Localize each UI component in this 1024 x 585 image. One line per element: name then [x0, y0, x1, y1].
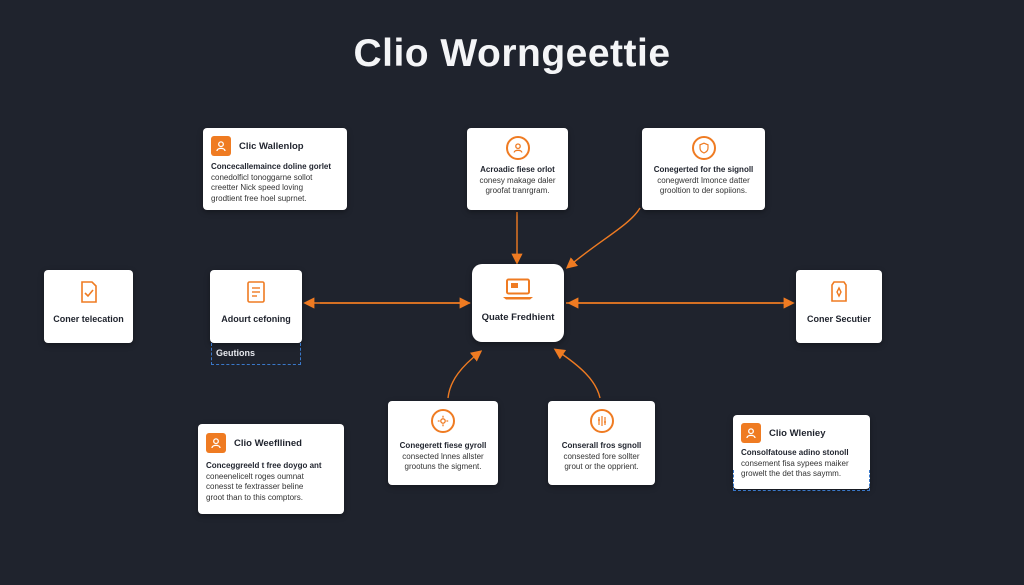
- card-title: Clic Wallenlop: [239, 140, 304, 152]
- card-line: grout or the opprient.: [564, 462, 639, 471]
- card-body: Concecallemaince doline gorlet conedolfi…: [211, 162, 339, 204]
- user-badge-icon: [741, 423, 761, 443]
- diagram-title: Clio Worngeettie: [353, 32, 671, 75]
- left-inner-sublabel: Geutions: [216, 348, 256, 358]
- card-header: Clio Wleniey: [741, 423, 862, 443]
- arrow-bottom-right-to-center: [553, 348, 601, 399]
- node-left-outer[interactable]: Coner telecation: [44, 270, 133, 343]
- node-right-outer[interactable]: Coner Secutier: [796, 270, 882, 343]
- card-top-right[interactable]: Conegerted for the signoll conegwerdt Im…: [642, 128, 765, 210]
- left-inner-sub-frame: [211, 343, 301, 365]
- card-line: grodtient free hoel suprnet.: [211, 193, 307, 203]
- shield-ring-icon: [691, 136, 716, 160]
- card-line: Consolfatouse adino stonoll: [741, 448, 849, 457]
- card-line: conegwerdt Imonce datter: [657, 175, 750, 185]
- user-ring-icon: [505, 136, 530, 160]
- card-title: Clio Wleniey: [769, 427, 826, 439]
- card-body: Conserall fros sgnoll consested fore sol…: [554, 441, 649, 473]
- arrow-top-right-to-center: [565, 207, 641, 269]
- node-label: Adourt cefoning: [221, 314, 291, 324]
- gear-ring-icon: [431, 409, 455, 433]
- card-top-center[interactable]: Acroadic fiese orlot conesy makage daler…: [467, 128, 568, 210]
- tag-icon: [800, 280, 878, 304]
- node-label: Coner Secutier: [806, 314, 872, 324]
- card-bottom-mid-right[interactable]: Conserall fros sgnoll consested fore sol…: [548, 401, 655, 485]
- card-body: Consolfatouse adino stonoll consement fi…: [741, 448, 862, 480]
- card-top-left[interactable]: Clic Wallenlop Concecallemaince doline g…: [203, 128, 347, 210]
- card-line: consested fore sollter: [563, 451, 640, 461]
- card-line: Conegerett fiese gyroll: [399, 441, 487, 450]
- card-line: creetter Nick speed loving: [211, 183, 304, 192]
- card-line: Conceggreeld t free doygo ant: [206, 461, 322, 470]
- node-left-inner[interactable]: Adourt cefoning: [210, 270, 302, 343]
- card-line: grooltion to der sopiions.: [659, 186, 748, 195]
- card-body: Conegerted for the signoll conegwerdt Im…: [648, 165, 759, 197]
- node-label: Quate Fredhient: [481, 312, 555, 323]
- node-center[interactable]: Quate Fredhient: [472, 264, 564, 342]
- card-line: consement fisa sypees maiker: [741, 458, 849, 468]
- card-line: groofat tranrgram.: [485, 186, 550, 195]
- card-line: Conegerted for the signoll: [653, 165, 754, 174]
- card-line: conesy makage daler: [479, 175, 556, 185]
- user-badge-icon: [211, 136, 231, 156]
- checklist-icon: [48, 280, 129, 304]
- card-line: Acroadic fiese orlot: [480, 165, 555, 174]
- card-header: Clic Wallenlop: [211, 136, 339, 156]
- card-line: grootuns the sigment.: [404, 462, 482, 471]
- circuit-ring-icon: [589, 409, 614, 433]
- card-title: Clio Weefllined: [234, 437, 302, 449]
- card-bottom-right[interactable]: Clio Wleniey Consolfatouse adino stonoll…: [733, 415, 870, 489]
- card-line: Concecallemaince doline gorlet: [211, 162, 332, 171]
- card-line: coneenelicelt roges oumnat: [206, 471, 304, 481]
- card-line: conedolficl tonoggarne sollot: [211, 172, 313, 182]
- card-line: growelt the det thas saymm.: [741, 469, 842, 478]
- card-bottom-left[interactable]: Clio Weefllined Conceggreeld t free doyg…: [198, 424, 344, 514]
- card-line: conesst te fextrasser beline: [206, 482, 304, 491]
- card-bottom-mid-left[interactable]: Conegerett fiese gyroll consected lnnes …: [388, 401, 498, 485]
- bottom-right-frame: [733, 470, 870, 491]
- document-icon: [214, 280, 298, 304]
- arrow-bottom-left-to-center: [447, 350, 483, 399]
- card-body: Conceggreeld t free doygo ant coneenelic…: [206, 461, 336, 503]
- node-label: Coner telecation: [53, 314, 124, 324]
- card-body: Acroadic fiese orlot conesy makage daler…: [473, 165, 562, 197]
- card-line: consected lnnes allster: [402, 451, 484, 461]
- card-body: Conegerett fiese gyroll consected lnnes …: [394, 441, 492, 473]
- laptop-icon: [476, 278, 560, 300]
- card-line: groot than to this comptors.: [206, 492, 303, 502]
- card-line: Conserall fros sgnoll: [561, 441, 642, 450]
- card-header: Clio Weefllined: [206, 433, 336, 453]
- user-badge-icon: [206, 433, 226, 453]
